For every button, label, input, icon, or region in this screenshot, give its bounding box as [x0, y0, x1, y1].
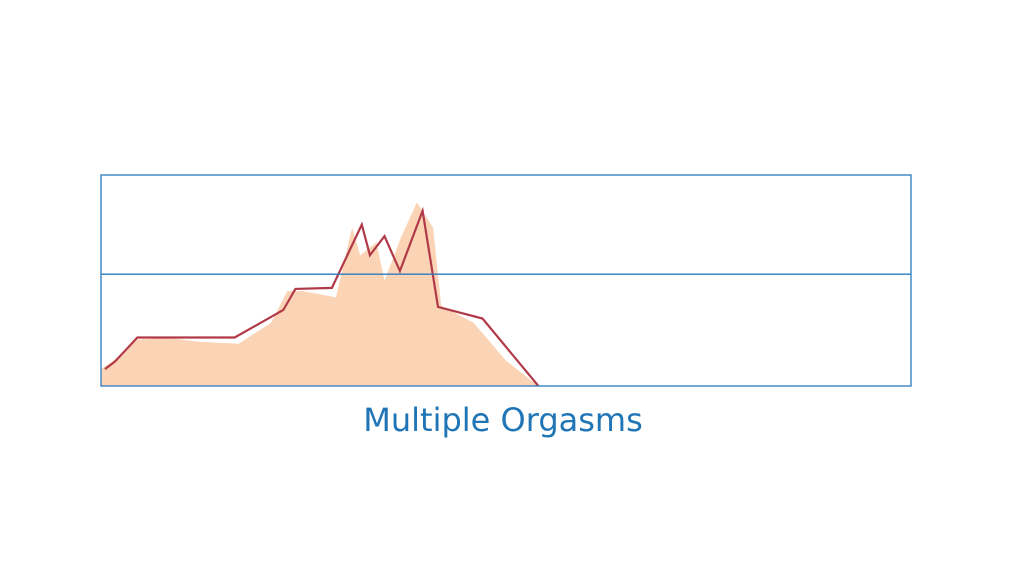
- area-layer: [101, 202, 539, 386]
- line-series-1: [104, 206, 540, 387]
- plot-frame: [100, 174, 912, 387]
- line-layer: [104, 206, 540, 387]
- chart-caption: Multiple Orgasms: [363, 401, 643, 439]
- area-series-0: [101, 202, 539, 386]
